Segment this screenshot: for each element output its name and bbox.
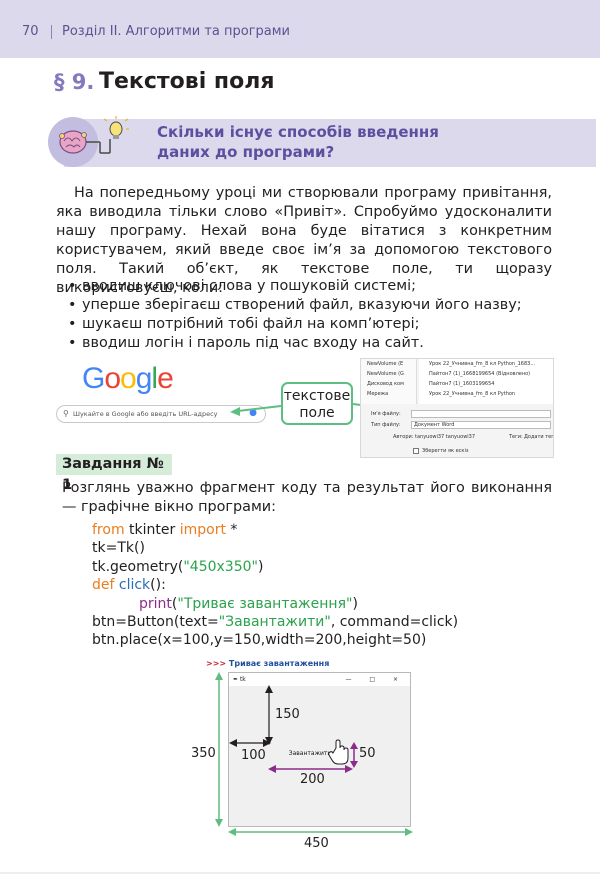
file-type-label: Тип файлу: xyxy=(371,422,401,428)
task-label: Завдання № 1 xyxy=(56,454,172,493)
file-item: Урок 22_Учнивна_fm_8 кл Python xyxy=(429,391,516,397)
window-titlebar: ✒ tk — □ × xyxy=(229,673,410,686)
code-token: , command=click) xyxy=(330,614,459,631)
feather-icon: ✒ xyxy=(233,676,239,683)
google-search-placeholder: Шукайте в Google або введіть URL-адресу xyxy=(73,410,218,418)
authors-row: Автори: tanyuowi37 tanyuowi37 Теги: Дода… xyxy=(361,432,554,442)
nav-item: Мережа xyxy=(367,391,389,397)
microphone-icon: ● xyxy=(249,408,257,418)
shell-prompt: >>> xyxy=(206,659,227,668)
authors-value: tanyuowi37 tanyuowi37 xyxy=(415,434,476,440)
code-token: * xyxy=(225,522,238,538)
checkbox-row: Зберегти як ескіз xyxy=(361,446,553,456)
code-keyword: import xyxy=(179,522,226,538)
code-token: ) xyxy=(352,595,358,612)
section-title: Текстові поля xyxy=(99,69,275,94)
code-line: btn.place(x=100,y=150,width=200,height=5… xyxy=(92,632,427,649)
usage-list: вводиш ключові слова у пошуковій системі… xyxy=(68,277,558,353)
save-dialog-illustration: NewVolume (E NewVolume (G Дисковод ком М… xyxy=(360,358,554,458)
code-token: btn=Button(text= xyxy=(92,614,219,631)
code-line: from tkinter import * xyxy=(92,521,458,539)
file-name-row: Ім'я файлу: xyxy=(361,409,553,419)
tags-label: Теги: xyxy=(509,434,523,440)
dim-150: 150 xyxy=(275,707,300,722)
window-controls: — □ × xyxy=(345,676,406,683)
code-token: tk.geometry( xyxy=(92,558,184,575)
google-search-field: ⚲ Шукайте в Google або введіть URL-адрес… xyxy=(56,405,266,423)
list-item: вводиш логін і пароль під час входу на с… xyxy=(68,334,558,353)
text-field-callout: текстове поле xyxy=(281,382,353,425)
code-line: btn=Button(text="Завантажити", command=c… xyxy=(92,613,458,631)
nav-item: NewVolume (G xyxy=(367,371,404,377)
window-title: tk xyxy=(239,676,246,683)
dim-50: 50 xyxy=(359,746,376,761)
code-token: ( xyxy=(171,595,178,612)
code-function: click xyxy=(114,577,151,594)
dialog-file-list: Урок 22_Учнивна_fm_8 кл Python_1683... П… xyxy=(419,359,553,404)
header-divider xyxy=(51,25,52,39)
task-text: Розглянь уважно фрагмент коду та результ… xyxy=(62,480,552,515)
code-token: (): xyxy=(150,577,166,594)
tk-window: ✒ tk — □ × xyxy=(228,672,411,827)
dim-100: 100 xyxy=(241,748,266,763)
dialog-nav-pane: NewVolume (E NewVolume (G Дисковод ком М… xyxy=(361,359,417,404)
code-string: "Триває завантаження" xyxy=(177,595,353,612)
shell-text: Триває завантаження xyxy=(228,659,330,668)
dim-350: 350 xyxy=(191,746,216,761)
bottom-rule xyxy=(0,872,600,874)
file-type-row: Тип файлу: Документ Word xyxy=(361,420,553,430)
list-item: шукаєш потрібний тобі файл на комп’ютері… xyxy=(68,315,558,334)
list-item: вводиш ключові слова у пошуковій системі… xyxy=(68,277,558,296)
google-search-illustration: Google ⚲ Шукайте в Google або введіть UR… xyxy=(56,362,266,424)
chapter-title: Розділ ІІ. Алгоритми та програми xyxy=(62,24,291,39)
code-line: print("Триває завантаження") xyxy=(92,595,458,613)
file-item: Пайтон7 (1)_1668199654 (Відновлено) xyxy=(429,371,531,377)
list-item: уперше зберігаєш створений файл, вказуюч… xyxy=(68,296,558,315)
authors-label: Автори: xyxy=(393,434,414,440)
code-string: "450x350" xyxy=(183,558,258,575)
code-listing: from tkinter import *tk=Tk()tk.geometry(… xyxy=(92,521,458,650)
code-function: print xyxy=(139,595,172,612)
code-keyword: def xyxy=(92,577,115,594)
code-line: def click(): xyxy=(92,576,458,594)
nav-item: NewVolume (E xyxy=(367,361,404,367)
code-line: tk.geometry("450x350") xyxy=(92,558,458,576)
code-keyword: from xyxy=(92,522,125,538)
dim-200: 200 xyxy=(300,772,325,787)
dim-450: 450 xyxy=(304,836,329,851)
section-number: § 9. xyxy=(54,70,95,94)
code-string: "Завантажити" xyxy=(218,614,331,631)
thumbnail-checkbox xyxy=(413,448,419,454)
file-type-select: Документ Word xyxy=(411,421,551,429)
file-item: Урок 22_Учнивна_fm_8 кл Python_1683... xyxy=(429,361,536,367)
code-token: ) xyxy=(257,558,264,575)
brain-lightbulb-icon xyxy=(48,116,129,167)
download-button: Завантажити xyxy=(288,750,332,757)
page-number: 70 xyxy=(22,24,39,39)
page-header xyxy=(0,0,600,58)
file-name-field xyxy=(411,410,551,418)
nav-item: Дисковод ком xyxy=(367,381,404,387)
code-token: tkinter xyxy=(124,522,180,538)
tags-value: Додати тег xyxy=(524,434,554,440)
question-box xyxy=(64,119,596,167)
question-text: Скільки існує способів введення даних до… xyxy=(157,123,439,161)
file-item: Пайтон7 (1)_1603199654 xyxy=(429,381,495,387)
shell-output: >>> Триває завантаження xyxy=(206,659,329,668)
file-name-label: Ім'я файлу: xyxy=(371,411,401,417)
google-logo: Google xyxy=(82,362,174,395)
checkbox-label: Зберегти як ескіз xyxy=(422,448,469,454)
code-line: tk=Tk() xyxy=(92,540,145,557)
search-icon: ⚲ xyxy=(63,409,69,418)
